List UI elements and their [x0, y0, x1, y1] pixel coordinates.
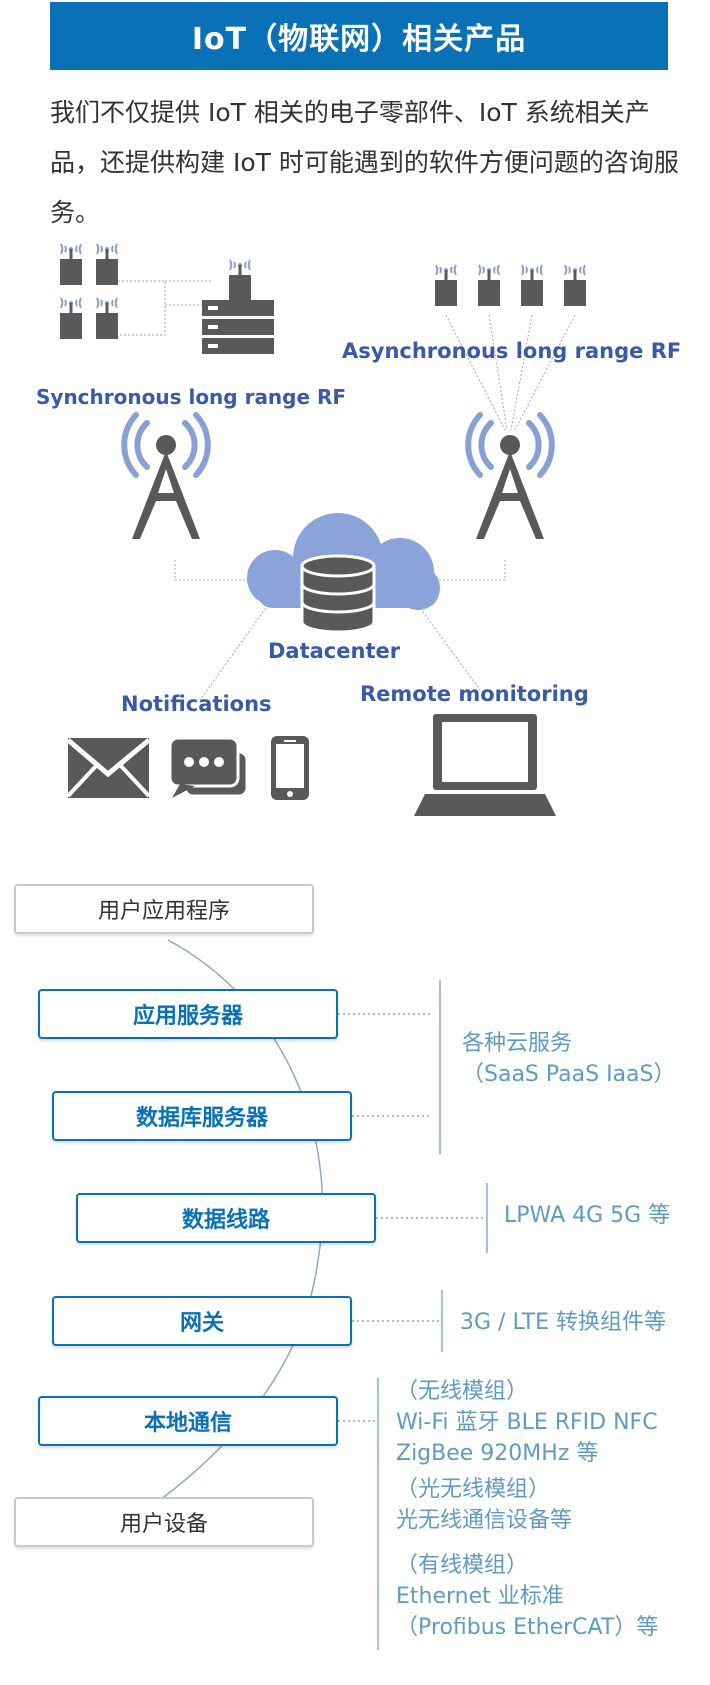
local-comm-box: 本地通信 [38, 1396, 338, 1446]
datacenter-label: Datacenter [268, 639, 401, 663]
wireless-note-line1: Wi-Fi 蓝牙 BLE RFID NFC [396, 1410, 658, 1435]
optical-note-line1: 光无线通信设备等 [396, 1508, 573, 1533]
cloud-note-line1: 各种云服务 [462, 1031, 573, 1056]
data-line-box: 数据线路 [76, 1193, 376, 1243]
optical-note-title: （光无线模组） [396, 1477, 551, 1502]
remote-monitoring-label: Remote monitoring [360, 682, 589, 706]
wireless-note-line2: ZigBee 920MHz 等 [396, 1441, 599, 1466]
wireless-note-title: （无线模组） [396, 1379, 529, 1404]
mail-icon [66, 738, 151, 798]
gateway-box: 网关 [52, 1296, 352, 1346]
async-links [445, 314, 576, 431]
database-icon [300, 554, 376, 634]
wireless-note: （无线模组） Wi-Fi 蓝牙 BLE RFID NFC ZigBee 920M… [396, 1376, 658, 1469]
user-app-box: 用户应用程序 [14, 884, 314, 934]
stack-leaders [338, 980, 488, 1650]
cloud-note: 各种云服务 （SaaS PaaS IaaS） [462, 1028, 676, 1090]
db-server-box: 数据库服务器 [52, 1091, 352, 1141]
page-title: IoT（物联网）相关产品 [50, 2, 668, 70]
line-note: LPWA 4G 5G 等 [504, 1203, 671, 1228]
wired-note-line1: Ethernet 业标准 [396, 1584, 564, 1609]
sync-links [118, 280, 212, 336]
tower-links [174, 560, 506, 581]
output-links [199, 604, 481, 701]
intro-text: 我们不仅提供 IoT 相关的电子零部件、IoT 系统相关产品，还提供构建 IoT… [50, 98, 679, 227]
optical-note: （光无线模组） 光无线通信设备等 [396, 1474, 572, 1536]
gateway-note: 3G / LTE 转换组件等 [460, 1310, 667, 1335]
async-devices [434, 264, 587, 307]
tower-icon-left [124, 415, 208, 539]
user-device-box: 用户设备 [14, 1497, 314, 1547]
laptop-icon [414, 714, 556, 816]
sync-rf-label: Synchronous long range RF [36, 385, 346, 409]
server-icon [202, 300, 274, 354]
cloud-note-line2: （SaaS PaaS IaaS） [462, 1062, 676, 1087]
wired-note-title: （有线模组） [396, 1553, 529, 1578]
notifications-label: Notifications [121, 692, 272, 716]
wired-note-line2: （Profibus EtherCAT）等 [396, 1615, 659, 1640]
app-server-box: 应用服务器 [38, 989, 338, 1039]
wired-note: （有线模组） Ethernet 业标准 （Profibus EtherCAT）等 [396, 1550, 658, 1643]
tower-icon-right [468, 415, 552, 539]
chat-icon [168, 736, 249, 798]
async-rf-label: Asynchronous long range RF [342, 339, 681, 363]
phone-icon [271, 736, 309, 800]
